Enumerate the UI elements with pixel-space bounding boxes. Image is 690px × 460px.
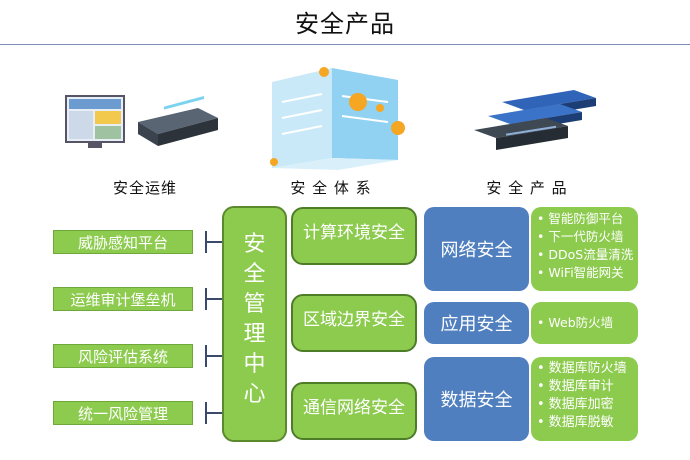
category-application-security: 应用安全 xyxy=(424,302,529,344)
connector xyxy=(205,412,223,414)
connector xyxy=(205,355,223,357)
list-item: DDoS流量清洗 xyxy=(537,246,633,264)
title-divider xyxy=(0,44,690,45)
page-title: 安全产品 xyxy=(295,10,395,38)
data-security-products: 数据库防火墙 数据库审计 数据库加密 数据库脱敏 xyxy=(531,357,638,441)
area-communication-network: 通信网络安全 xyxy=(291,382,417,440)
security-system-image xyxy=(270,67,405,170)
column-label-products: 安 全 产 品 xyxy=(486,179,568,197)
column-label-ops: 安全运维 xyxy=(112,179,177,197)
center-char: 理 xyxy=(243,322,266,347)
ops-item-threat-awareness: 威胁感知平台 xyxy=(53,230,193,254)
product-appliances-image xyxy=(474,90,596,150)
area-region-boundary: 区域边界安全 xyxy=(291,294,417,352)
network-security-products: 智能防御平台 下一代防火墙 DDoS流量清洗 WiFi智能网关 xyxy=(531,207,638,291)
area-computing-environment: 计算环境安全 xyxy=(291,207,417,265)
list-item: 下一代防火墙 xyxy=(537,228,632,246)
center-char: 安 xyxy=(243,232,266,257)
category-data-security: 数据安全 xyxy=(424,357,529,441)
list-item: 数据库防火墙 xyxy=(537,360,632,378)
column-label-system: 安 全 体 系 xyxy=(290,179,372,197)
category-network-security: 网络安全 xyxy=(424,207,529,291)
list-item: 智能防御平台 xyxy=(537,210,632,228)
security-management-center: 安 全 管 理 中 心 xyxy=(222,206,287,442)
list-item: WiFi智能网关 xyxy=(537,264,632,282)
list-item: 数据库脱敏 xyxy=(537,414,632,432)
center-char: 心 xyxy=(243,382,266,407)
center-char: 全 xyxy=(243,262,266,287)
center-char: 管 xyxy=(243,292,266,317)
ops-item-audit-bastion: 运维审计堡垒机 xyxy=(53,287,193,311)
center-char: 中 xyxy=(243,352,266,377)
connector xyxy=(205,241,223,243)
list-item: Web防火墙 xyxy=(537,314,632,332)
ops-devices-image xyxy=(65,95,218,148)
list-item: 数据库审计 xyxy=(537,378,632,396)
ops-item-risk-assessment: 风险评估系统 xyxy=(53,344,193,368)
list-item: 数据库加密 xyxy=(537,396,632,414)
ops-item-unified-risk: 统一风险管理 xyxy=(53,401,193,425)
connector xyxy=(205,298,223,300)
application-security-products: Web防火墙 xyxy=(531,302,638,344)
